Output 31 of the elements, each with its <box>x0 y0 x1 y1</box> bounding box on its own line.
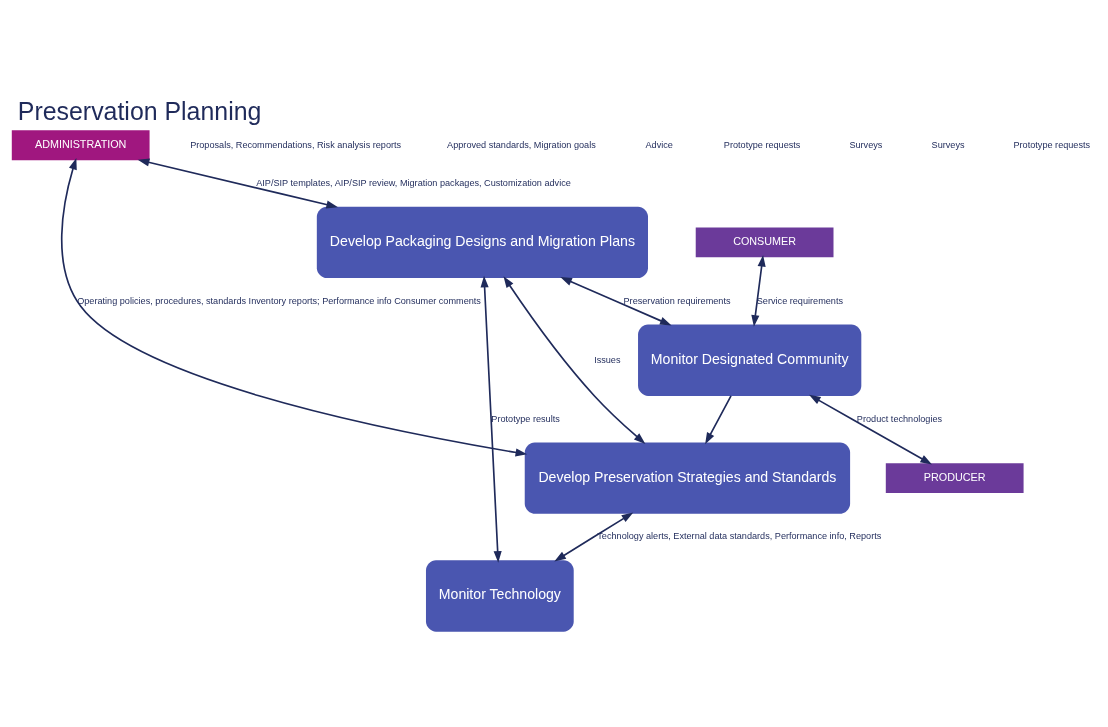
label: Prototype requests <box>1013 139 1091 150</box>
node-box: CONSUMER <box>695 226 834 257</box>
edge-label: Operating policies, procedures, standards Inventory reports; Performance info Consumer comments <box>77 295 481 306</box>
label: Surveys <box>849 139 883 150</box>
arrow <box>503 275 646 444</box>
edge-label: Technology alerts, External data standards, Performance info, Reports <box>597 530 882 541</box>
edge-label: Prototype results <box>491 413 560 424</box>
label: Prototype requests <box>723 139 801 150</box>
node-box: ADMINISTRATION <box>11 129 150 160</box>
node-box: Monitor Designated Community <box>638 324 862 396</box>
edge-label: Preservation requirements <box>623 295 731 306</box>
node-box: Monitor Technology <box>425 559 574 632</box>
edge-label: Issues <box>594 354 621 365</box>
node-box: Develop Packaging Designs and Migration Plans <box>316 206 648 278</box>
arrow <box>137 157 338 209</box>
arrow <box>554 512 634 561</box>
label: Advice <box>645 139 673 150</box>
edge-label: Product technologies <box>856 413 943 424</box>
arrow <box>560 276 672 325</box>
arrow <box>705 394 732 444</box>
arrow <box>480 275 502 563</box>
label: Surveys <box>931 139 965 150</box>
node-box: Develop Preservation Strategies and Standards <box>524 441 851 514</box>
diagram-title: Preservation Planning <box>17 96 262 125</box>
label: Proposals, Recommendations, Risk analysis reports <box>190 139 402 150</box>
arrow <box>809 394 932 464</box>
arrow <box>751 254 766 327</box>
edge-label: AIP/SIP templates, AIP/SIP review, Migration packages, Customization advice <box>256 177 571 188</box>
arrow <box>60 157 528 456</box>
node-box: PRODUCER <box>885 462 1024 493</box>
label: Approved standards, Migration goals <box>447 139 596 150</box>
